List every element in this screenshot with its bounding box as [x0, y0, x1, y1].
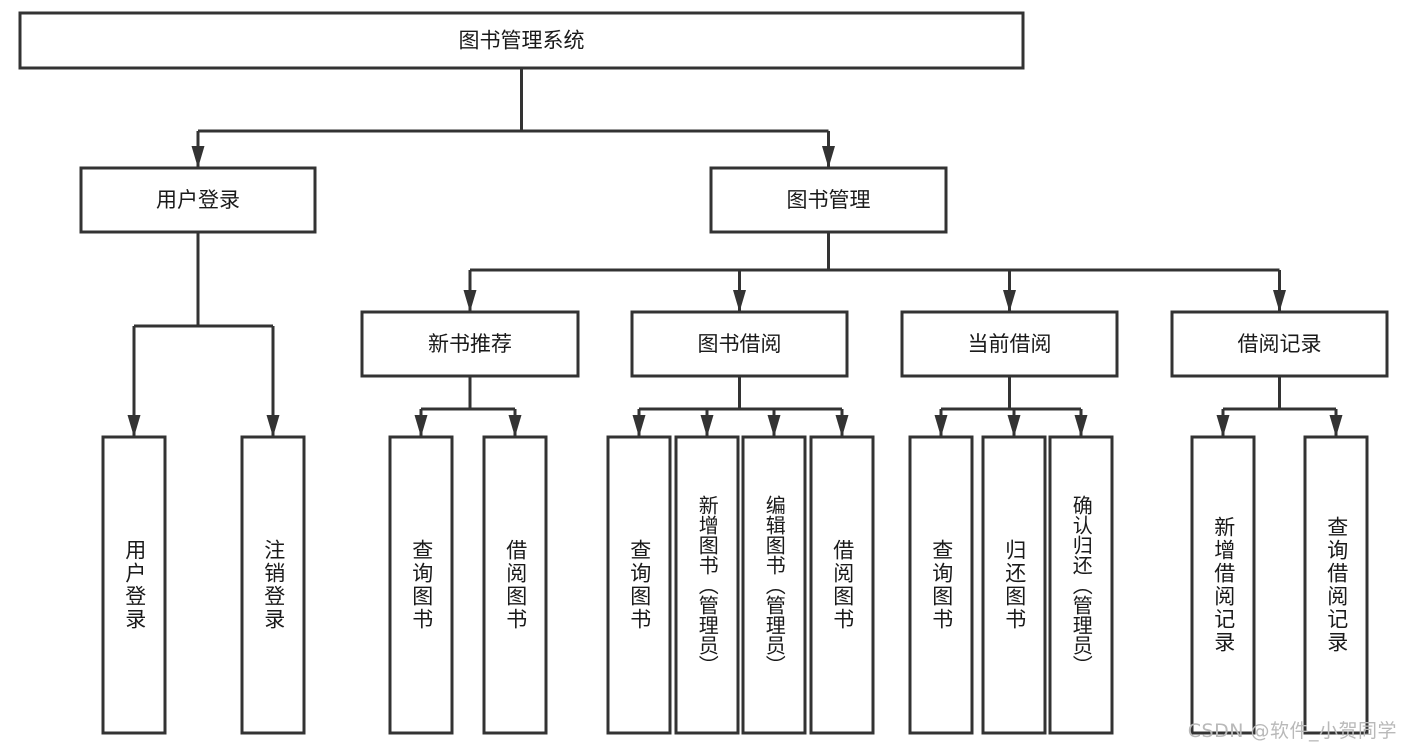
arrow-head-icon — [266, 415, 280, 437]
arrow-head-icon — [835, 415, 849, 437]
node-label-book-borrow: 图书借阅 — [698, 332, 782, 356]
arrow-head-icon — [700, 415, 714, 437]
node-box-root[interactable] — [18, 11, 1025, 70]
node-box-leaf-add-record[interactable] — [1190, 435, 1256, 735]
arrow-head-icon — [1007, 415, 1021, 437]
connectors-layer — [127, 68, 1343, 437]
node-box-leaf-confirm-return[interactable] — [1048, 435, 1114, 735]
node-box-leaf-query-record[interactable] — [1303, 435, 1369, 735]
node-box-user-login[interactable] — [79, 166, 317, 234]
arrow-head-icon — [767, 415, 781, 437]
arrow-head-icon — [191, 146, 205, 168]
node-label-user-login: 用户登录 — [156, 188, 240, 212]
node-box-borrow-record[interactable] — [1170, 310, 1389, 378]
node-box-leaf-borrow-book-2[interactable] — [809, 435, 875, 735]
node-label-new-book-rec: 新书推荐 — [428, 332, 512, 356]
arrow-head-icon — [822, 146, 835, 168]
node-box-leaf-logout[interactable] — [240, 435, 306, 735]
arrow-head-icon — [1216, 415, 1230, 437]
arrow-head-icon — [463, 290, 477, 312]
arrow-head-icon — [508, 415, 522, 437]
node-box-leaf-query-book-2[interactable] — [606, 435, 672, 735]
arrow-head-icon — [1074, 415, 1088, 437]
node-label-root: 图书管理系统 — [459, 29, 585, 53]
arrow-head-icon — [934, 415, 948, 437]
node-label-current-borrow: 当前借阅 — [968, 332, 1052, 356]
node-label-borrow-record: 借阅记录 — [1238, 332, 1322, 356]
node-box-leaf-user-login[interactable] — [101, 435, 167, 735]
arrow-head-icon — [127, 415, 141, 437]
node-box-leaf-query-book-3[interactable] — [908, 435, 974, 735]
node-box-leaf-query-book-1[interactable] — [388, 435, 454, 735]
arrow-head-icon — [632, 415, 646, 437]
arrow-head-icon — [733, 290, 746, 312]
node-box-leaf-borrow-book-1[interactable] — [482, 435, 548, 735]
node-boxes-layer — [18, 11, 1389, 735]
arrow-head-icon — [1003, 290, 1016, 312]
arrow-head-icon — [414, 415, 428, 437]
node-box-new-book-rec[interactable] — [360, 310, 580, 378]
node-label-book-manage: 图书管理 — [787, 188, 871, 212]
arrow-head-icon — [1329, 415, 1343, 437]
node-box-leaf-edit-book[interactable] — [741, 435, 807, 735]
node-box-leaf-add-book[interactable] — [674, 435, 740, 735]
watermark-text: CSDN @软件_小贺同学 — [1187, 720, 1397, 742]
node-box-current-borrow[interactable] — [900, 310, 1119, 378]
node-box-leaf-return-book[interactable] — [981, 435, 1047, 735]
arrow-head-icon — [1273, 290, 1286, 312]
node-box-book-manage[interactable] — [709, 166, 948, 234]
node-box-book-borrow[interactable] — [630, 310, 849, 378]
